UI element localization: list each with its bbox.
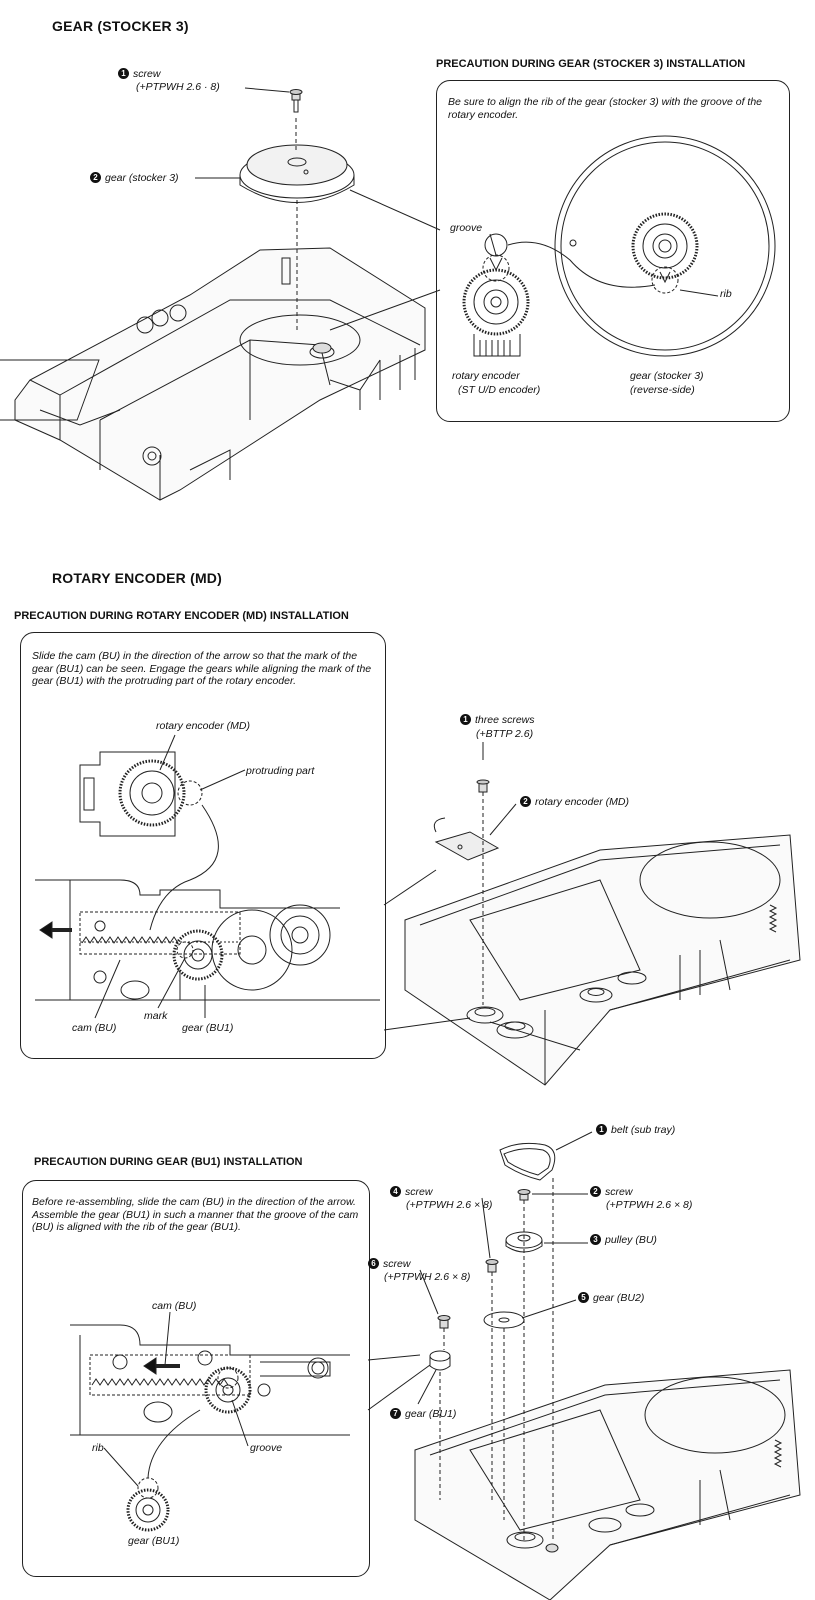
label-cam-bu-3: cam (BU) [152, 1300, 197, 1312]
callout-screw-2: 2 screw [590, 1186, 632, 1199]
callout-screw-4-spec: (+PTPWH 2.6 × 8) [406, 1199, 493, 1211]
callout-screw-1: 1 screw [118, 68, 160, 81]
callout-screw-6-spec: (+PTPWH 2.6 × 8) [384, 1271, 471, 1283]
label-gear-stocker3-detail: gear (stocker 3) [630, 370, 704, 382]
callout-pulley-bu: 3 pulley (BU) [590, 1234, 657, 1247]
callout-name: belt (sub tray) [611, 1124, 676, 1136]
callout-number: 2 [90, 172, 101, 183]
encoder-md-alignment-detail [35, 734, 380, 1019]
callout-gear-bu2: 5 gear (BU2) [578, 1292, 644, 1305]
label-rib-3: rib [92, 1442, 104, 1454]
section-title-rotary-encoder-md: ROTARY ENCODER (MD) [52, 570, 222, 586]
callout-number: 2 [590, 1186, 601, 1197]
callout-name: screw [605, 1186, 633, 1198]
callout-name: gear (BU2) [593, 1292, 645, 1304]
stocker3-alignment-detail [462, 135, 776, 357]
callout-gear-bu1-7: 7 gear (BU1) [390, 1408, 456, 1421]
label-rotary-encoder-md: rotary encoder (MD) [156, 720, 250, 732]
callout-number: 4 [390, 1186, 401, 1197]
callout-screw-2-spec: (+PTPWH 2.6 × 8) [606, 1199, 693, 1211]
gear-bu1-chassis-drawing [414, 1369, 801, 1600]
callout-number: 3 [590, 1234, 601, 1245]
label-groove: groove [450, 222, 483, 234]
callout-number: 7 [390, 1408, 401, 1419]
callout-number: 1 [596, 1124, 607, 1135]
precaution-title-stocker3: PRECAUTION DURING GEAR (STOCKER 3) INSTA… [436, 58, 746, 70]
label-gear-bu1: gear (BU1) [182, 1022, 234, 1034]
label-gear-bu1-3: gear (BU1) [128, 1535, 180, 1547]
callout-number: 6 [368, 1258, 379, 1269]
callout-number: 1 [460, 714, 471, 725]
callout-screw-spec: (+PTPWH 2.6 · 8) [136, 81, 220, 93]
precaution-text-gear-bu1: Before re-assembling, slide the cam (BU)… [32, 1196, 359, 1233]
callout-name: screw [405, 1186, 433, 1198]
callout-number: 5 [578, 1292, 589, 1303]
label-cam-bu: cam (BU) [72, 1022, 117, 1034]
stocker-chassis-drawing [0, 247, 426, 501]
precaution-text-stocker3: Be sure to align the rib of the gear (st… [448, 96, 763, 121]
callout-belt-sub-tray: 1 belt (sub tray) [596, 1124, 675, 1137]
label-gear-stocker3-sub: (reverse-side) [630, 384, 695, 396]
callout-name: gear (BU1) [405, 1408, 457, 1420]
label-rotary-encoder-sub: (ST U/D encoder) [458, 384, 541, 396]
exploded-parts-section3 [367, 1131, 593, 1540]
gear-bu1-alignment-detail [70, 1311, 350, 1532]
gear-stocker3-drawing [195, 87, 441, 331]
callout-three-screws: 1 three screws [460, 714, 535, 727]
precaution-text-encoder-md: Slide the cam (BU) in the direction of t… [32, 650, 372, 687]
section-title-gear-stocker3: GEAR (STOCKER 3) [52, 18, 189, 34]
callout-screw-6: 6 screw [368, 1258, 410, 1271]
callout-name: three screws [475, 714, 535, 726]
label-protruding-part: protruding part [246, 765, 315, 777]
label-groove-3: groove [250, 1442, 283, 1454]
callout-name: rotary encoder (MD) [535, 796, 629, 808]
label-rotary-encoder: rotary encoder [452, 370, 520, 382]
callout-rotary-encoder-md: 2 rotary encoder (MD) [520, 796, 629, 809]
callout-name: screw [383, 1258, 411, 1270]
callout-screw-4: 4 screw [390, 1186, 432, 1199]
callout-three-screws-spec: (+BTTP 2.6) [476, 728, 534, 740]
callout-name: pulley (BU) [605, 1234, 657, 1246]
label-rib: rib [720, 288, 732, 300]
precaution-title-gear-bu1: PRECAUTION DURING GEAR (BU1) INSTALLATIO… [34, 1156, 303, 1168]
precaution-box-encoder-md [20, 632, 386, 1059]
callout-name: gear (stocker 3) [105, 172, 179, 184]
encoder-md-chassis-drawing [383, 742, 801, 1086]
precaution-title-encoder-md: PRECAUTION DURING ROTARY ENCODER (MD) IN… [14, 610, 349, 622]
callout-number: 2 [520, 796, 531, 807]
label-mark: mark [144, 1010, 168, 1022]
callout-gear-stocker3: 2 gear (stocker 3) [90, 172, 179, 185]
callout-name: screw [133, 68, 161, 80]
callout-number: 1 [118, 68, 129, 79]
